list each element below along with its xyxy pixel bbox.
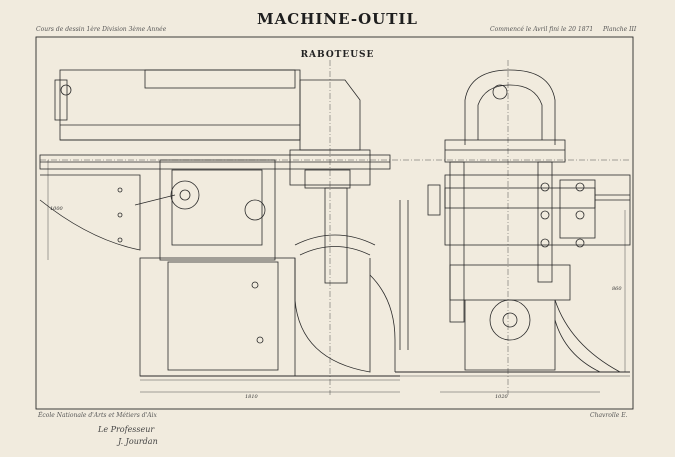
machine-name: RABOTEUSE xyxy=(300,50,375,60)
date-note: Commencé le Avril fini le 20 1871 xyxy=(490,26,594,33)
plate-number: Planche III xyxy=(603,26,637,33)
front-width-dimension: 1810 xyxy=(245,394,259,400)
professor-label: Le Professeur xyxy=(98,425,155,434)
course-note: Cours de dessin 1ère Division 3ème Année xyxy=(36,26,167,33)
plate-title: MACHINE-OUTIL xyxy=(257,10,418,28)
school-note: École Nationale d'Arts et Métiers d'Aix xyxy=(38,412,157,419)
professor-signature: J. Jourdan xyxy=(118,437,158,446)
side-width-dimension: 1020 xyxy=(495,394,509,400)
side-height-dimension: 860 xyxy=(612,286,622,292)
side-elevation xyxy=(395,69,631,377)
front-height-dimension: 1000 xyxy=(50,206,64,212)
front-elevation xyxy=(39,69,400,381)
student-name: Chavrolle E. xyxy=(590,412,628,419)
